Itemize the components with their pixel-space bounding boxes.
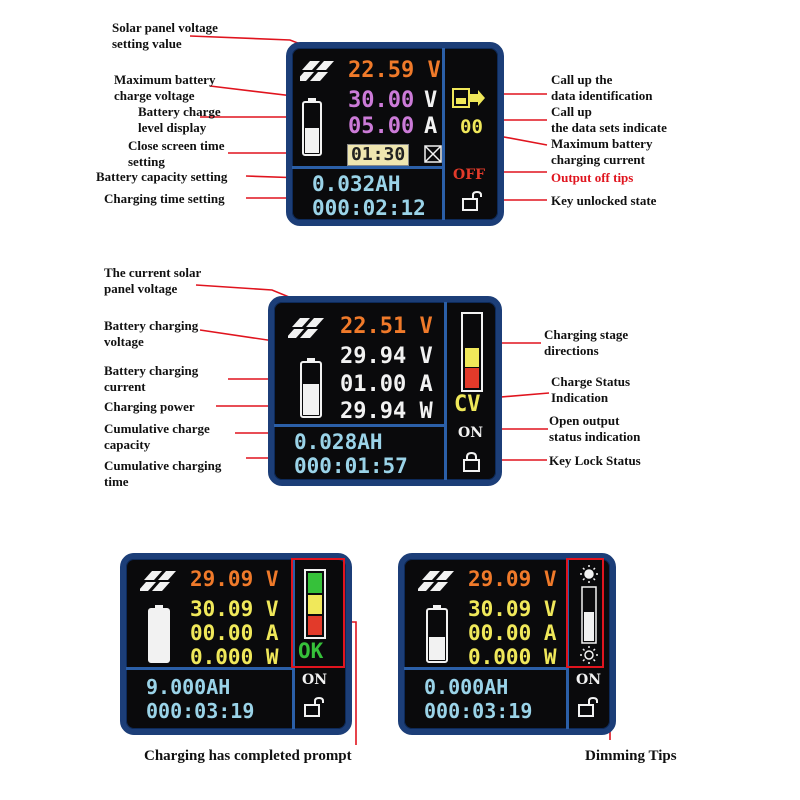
unlocked-icon	[578, 697, 598, 717]
charge-bar-full-icon	[304, 569, 326, 639]
solar-voltage: 29.09 V	[190, 567, 279, 591]
divider	[274, 424, 444, 427]
panel-charge-complete-screen: 29.09 V 30.09 V 00.00 A 0.000 W 9.000AH …	[120, 553, 352, 735]
charging-power: 0.000 W	[468, 645, 557, 669]
charging-power: 0.000 W	[190, 645, 279, 669]
caption-complete: Charging has completed prompt	[144, 748, 352, 764]
solar-panel-icon	[418, 571, 454, 591]
data-call-icon	[452, 88, 485, 108]
battery-icon	[302, 98, 322, 156]
divider	[442, 48, 445, 220]
divider	[292, 559, 295, 729]
brightness-level-fill	[584, 612, 594, 641]
solar-panel-icon	[140, 571, 176, 591]
unlocked-icon	[462, 191, 482, 211]
max-voltage-value: 30.00	[348, 88, 415, 113]
lock-icon	[463, 452, 480, 472]
label-capacity2: Cumulative charge capacity	[104, 421, 210, 452]
solar-panel-icon	[300, 61, 334, 81]
charging-power: 29.94 W	[340, 399, 433, 424]
cumulative-capacity: 9.000AH	[146, 675, 231, 699]
cumulative-capacity: 0.000AH	[424, 675, 509, 699]
label-max-current: Maximum battery charging current	[551, 136, 653, 167]
label-battery-level: Battery charge level display	[138, 104, 221, 135]
panel-dimming-screen: 29.09 V 30.09 V 00.00 A 0.000 W 0.000AH …	[398, 553, 616, 735]
divider	[444, 302, 447, 480]
highlight-box-dimming	[566, 558, 604, 668]
capacity-setting: 0.032AH	[312, 172, 401, 196]
label-time2: Cumulative charging time	[104, 458, 222, 489]
cumulative-time: 000:03:19	[146, 699, 255, 723]
charging-current: 01.00 A	[340, 372, 433, 397]
label-call-data: Call up the data identification	[551, 72, 653, 103]
divider	[404, 667, 566, 670]
label-solar-setting: Solar panel voltage setting value	[112, 20, 218, 51]
label-current: Battery charging current	[104, 363, 199, 394]
data-group-number: 00	[460, 116, 483, 138]
label-max-voltage: Maximum battery charge voltage	[114, 72, 216, 103]
charge-complete-ok: OK	[298, 639, 324, 663]
divider	[126, 667, 292, 670]
label-capacity: Battery capacity setting	[96, 169, 228, 184]
divider	[292, 166, 442, 169]
charge-stage-bar-icon	[461, 312, 483, 392]
max-current-value: 05.00	[348, 114, 415, 139]
label-charge-time: Charging time setting	[104, 191, 225, 206]
caption-dimming: Dimming Tips	[585, 748, 677, 764]
cumulative-capacity: 0.028AH	[294, 430, 383, 454]
label-stage: Charging stage directions	[544, 327, 629, 358]
label-lock: Key Lock Status	[549, 453, 641, 468]
label-output-off: Output off tips	[551, 170, 634, 185]
screen-off-time[interactable]: 01:30	[347, 144, 410, 166]
brightness-slider[interactable]	[574, 565, 604, 665]
charging-current: 00.00 A	[190, 621, 279, 645]
mail-icon	[424, 145, 442, 163]
charging-voltage: 29.94 V	[340, 344, 433, 369]
output-off-indicator: OFF	[453, 167, 486, 183]
label-power: Charging power	[104, 399, 195, 414]
solar-voltage: 29.09 V	[468, 567, 557, 591]
voltage-unit: V	[424, 88, 438, 113]
label-solar: The current solar panel voltage	[104, 265, 202, 296]
output-on-indicator: ON	[576, 672, 601, 688]
battery-icon	[426, 605, 448, 663]
panel-settings-screen: 22.59 V 30.00 V 05.00 A 01:30 0.032AH 00…	[286, 42, 504, 226]
label-output: Open output status indication	[549, 413, 641, 444]
charging-current: 00.00 A	[468, 621, 557, 645]
cumulative-time: 000:03:19	[424, 699, 533, 723]
cumulative-time: 000:01:57	[294, 454, 408, 478]
label-status: Charge Status Indication	[551, 374, 631, 405]
label-call-sets: Call up the data sets indicate	[551, 104, 667, 135]
label-close-screen: Close screen time setting	[128, 138, 225, 169]
label-voltage: Battery charging voltage	[104, 318, 199, 349]
solar-voltage: 22.51 V	[340, 314, 433, 339]
highlight-box-complete	[291, 558, 345, 668]
label-key-unlocked: Key unlocked state	[551, 193, 657, 208]
output-on-indicator: ON	[302, 672, 327, 688]
battery-icon	[300, 358, 322, 418]
unlocked-icon	[304, 697, 324, 717]
current-unit: A	[424, 114, 438, 139]
charging-voltage: 30.09 V	[190, 597, 279, 621]
solar-panel-icon	[288, 318, 324, 338]
solar-voltage-setting: 22.59 V	[348, 58, 441, 83]
output-on-indicator: ON	[458, 425, 483, 441]
panel-charging-screen: 22.51 V 29.94 V 01.00 A 29.94 W 0.028AH …	[268, 296, 502, 486]
charge-time-setting: 000:02:12	[312, 196, 426, 220]
charging-voltage: 30.09 V	[468, 597, 557, 621]
charge-stage: CV	[454, 392, 481, 417]
battery-full-icon	[148, 605, 170, 663]
